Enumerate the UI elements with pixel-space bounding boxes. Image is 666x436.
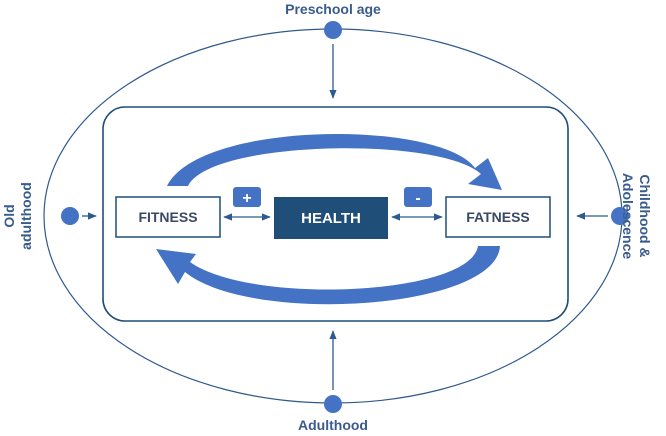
health-label: HEALTH — [301, 210, 361, 227]
fatness-box — [445, 196, 551, 238]
fatness-label: FATNESS — [466, 209, 530, 225]
label-adulthood: Adulthood — [298, 417, 368, 431]
curved-arrow-bottom — [156, 246, 500, 305]
fitness-box — [115, 196, 221, 238]
label-old-adulthood-line1: Old — [1, 204, 17, 227]
minus-badge — [404, 187, 432, 207]
plus-badge — [233, 187, 261, 207]
minus-badge-label: - — [415, 190, 420, 207]
adulthood-dot — [324, 395, 342, 413]
preschool-age-dot — [324, 21, 342, 39]
inner-frame — [102, 106, 569, 322]
curved-arrow-top — [167, 133, 502, 190]
plus-badge-label: + — [242, 190, 251, 207]
health-box — [274, 197, 388, 239]
fitness-label: FITNESS — [138, 209, 197, 225]
old-adulthood-dot — [61, 207, 79, 225]
childhood-adolescence-dot — [611, 207, 629, 225]
label-old-adulthood-line2: adulthood — [18, 182, 34, 250]
label-childhood-line2: Adolescence — [620, 173, 636, 260]
label-preschool-age: Preschool age — [285, 1, 381, 17]
label-childhood-line1: Childhood & — [637, 174, 653, 257]
